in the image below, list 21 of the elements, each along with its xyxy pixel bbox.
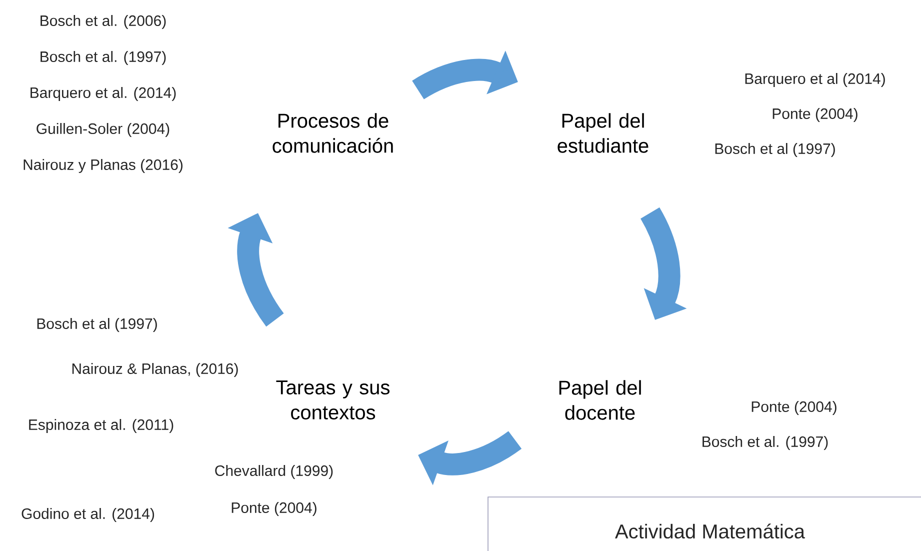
stage-label: Tareas y sus contextos xyxy=(276,380,390,420)
stage-label: Procesos de comunicación xyxy=(272,113,393,153)
reference-text: Ponte (2004) xyxy=(232,502,316,516)
reference-text: Nairouz y Planas (2016) xyxy=(24,159,182,173)
reference-text: Espinoza et al. (2011) xyxy=(29,419,174,433)
title-box: Actividad Matemática xyxy=(488,496,921,551)
reference-text: Barquero et al (2014) xyxy=(745,73,885,87)
reference-text: Bosch et al (1997) xyxy=(37,318,157,332)
reference-text: Barquero et al. (2014) xyxy=(30,87,176,101)
reference-text: Bosch et al. (2006) xyxy=(40,15,166,29)
reference-text: Guillen-Soler (2004) xyxy=(36,123,170,137)
reference-text: Nairouz & Planas, (2016) xyxy=(72,363,238,377)
reference-text: Bosch et al (1997) xyxy=(715,143,835,157)
reference-text: Bosch et al. (1997) xyxy=(702,436,828,450)
reference-text: Ponte (2004) xyxy=(752,401,836,415)
reference-text: Godino et al. (2014) xyxy=(22,508,154,522)
reference-text: Bosch et al. (1997) xyxy=(40,51,166,65)
reference-text: Chevallard (1999) xyxy=(215,465,333,479)
stage-label: Papel del estudiante xyxy=(558,113,648,153)
stage-label: Papel del docente xyxy=(559,380,641,420)
reference-text: Ponte (2004) xyxy=(772,108,858,122)
